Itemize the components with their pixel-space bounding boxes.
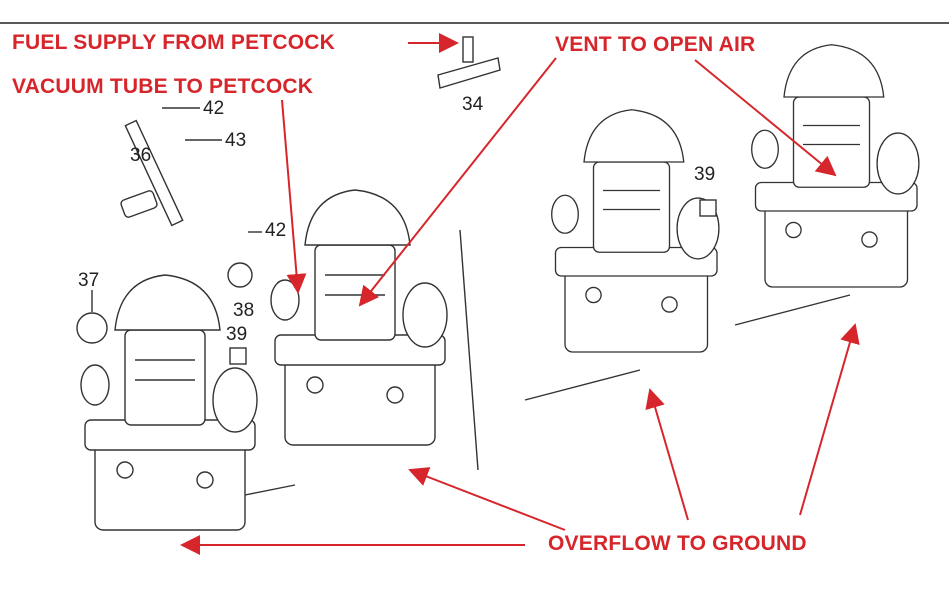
rod [459,229,479,471]
part-number: 38 [233,300,255,321]
carburetor-3 [551,109,720,353]
part-number: 39 [226,324,248,345]
part-number: 42 [265,220,287,241]
overflow-arrow-3 [645,388,689,521]
part-34-stem [462,36,474,63]
part-number: 37 [78,270,100,291]
vent-arrow-1 [358,57,557,307]
part-number: 39 [694,164,716,185]
part-39b [699,199,717,217]
part-number: 36 [130,145,152,166]
overflow-arrow-2 [408,467,566,531]
overflow-arrow-4 [799,323,860,516]
part-34-tee [437,57,501,89]
part-number: 34 [462,94,484,115]
part-number: 42 [203,98,225,119]
vent-label: VENT TO OPEN AIR [555,33,756,56]
vacuum-tube-label: VACUUM TUBE TO PETCOCK [12,75,314,98]
part-39a [229,347,247,365]
fuel-supply-label: FUEL SUPPLY FROM PETCOCK [12,31,335,54]
carburetor-1 [80,274,258,531]
part-number: 43 [225,130,247,151]
part-37 [76,312,108,344]
part-36 [120,190,158,218]
vent-arrow-2 [694,59,837,177]
vacuum-tube-arrow [281,99,307,294]
part-38 [227,262,253,288]
carburetor-4 [751,44,920,288]
overflow-label: OVERFLOW TO GROUND [548,532,807,555]
part-43-tube [124,119,184,227]
